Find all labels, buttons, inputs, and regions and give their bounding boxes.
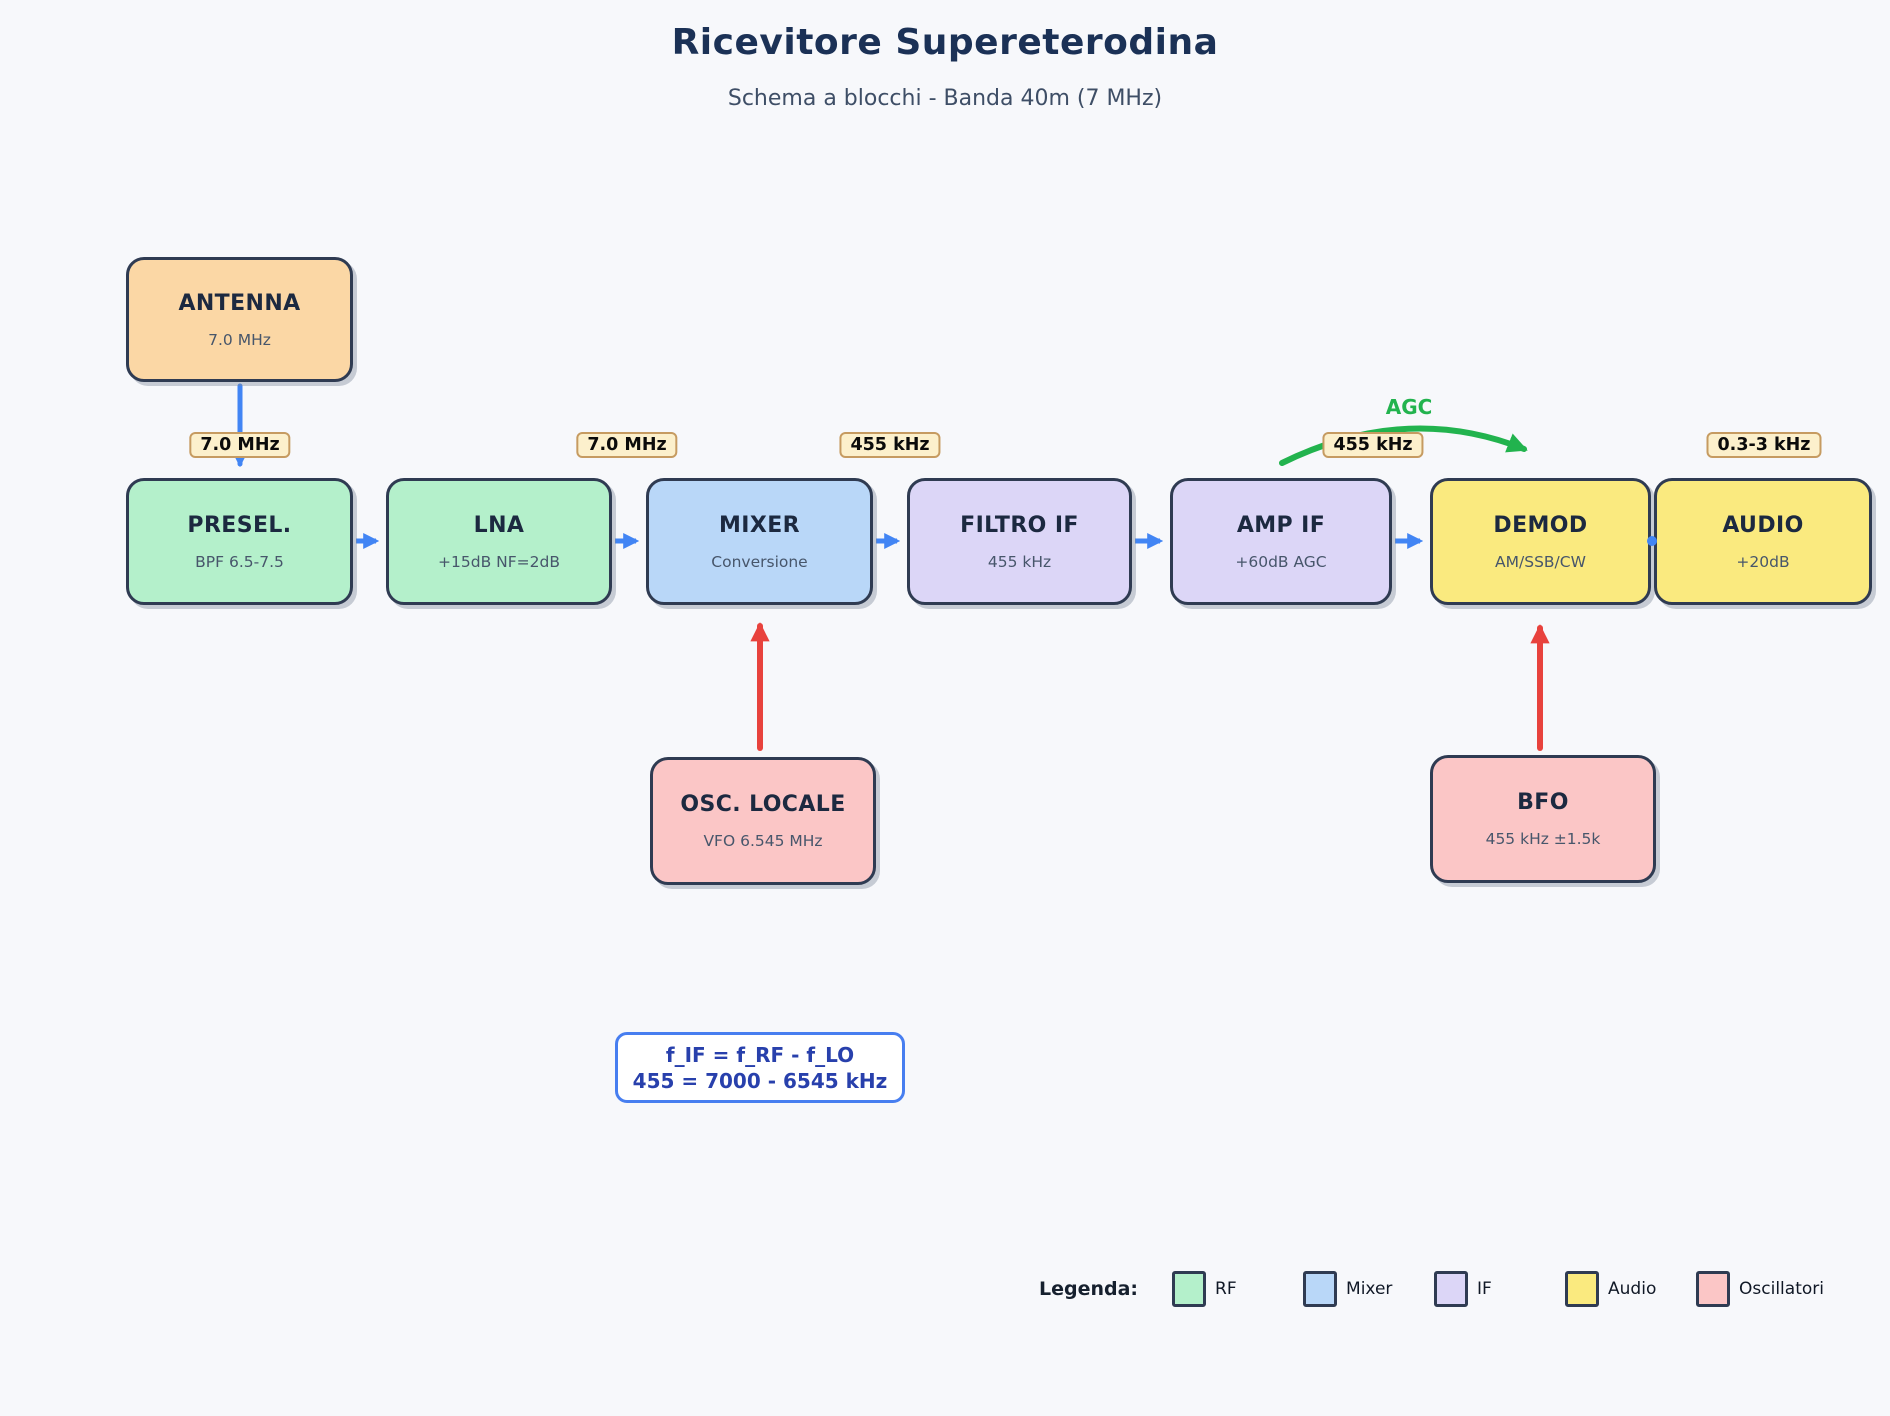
block-demod-label: DEMOD — [1493, 512, 1588, 538]
block-osc-locale-label: OSC. LOCALE — [680, 792, 846, 817]
block-mixer-sub: Conversione — [711, 552, 808, 571]
block-audio-label: AUDIO — [1722, 512, 1804, 538]
block-antenna-label: ANTENNA — [178, 290, 301, 316]
block-filtro-if-sub: 455 kHz — [987, 552, 1052, 571]
legend-title: Legenda: — [1039, 1278, 1139, 1300]
legend-swatch-oscillatori — [1696, 1271, 1731, 1307]
freq-badge-audio: 0.3-3 kHz — [1706, 432, 1822, 458]
block-antenna: ANTENNA 7.0 MHz — [126, 257, 353, 382]
legend-label-mixer: Mixer — [1346, 1279, 1393, 1299]
if-formula-note: f_IF = f_RF - f_LO 455 = 7000 - 6545 kHz — [615, 1032, 905, 1103]
legend-swatch-mixer — [1303, 1271, 1338, 1307]
block-bfo-label: BFO — [1517, 790, 1569, 815]
freq-badge-lna-mixer: 7.0 MHz — [576, 432, 678, 458]
block-mixer-label: MIXER — [718, 512, 800, 538]
block-filtro-if: FILTRO IF 455 kHz — [907, 478, 1132, 605]
block-amp-if-label: AMP IF — [1236, 512, 1326, 538]
block-preselector: PRESEL. BPF 6.5-7.5 — [126, 478, 353, 605]
block-osc-locale-sub: VFO 6.545 MHz — [703, 832, 823, 850]
legend-item-audio: Audio — [1565, 1271, 1696, 1307]
block-bfo: BFO 455 kHz ±1.5k — [1430, 755, 1656, 883]
legend-label-if: IF — [1477, 1279, 1492, 1299]
block-osc-locale: OSC. LOCALE VFO 6.545 MHz — [650, 757, 876, 885]
block-audio: AUDIO +20dB — [1654, 478, 1872, 605]
block-lna: LNA +15dB NF=2dB — [386, 478, 612, 605]
freq-badge-mixer-filtro: 455 kHz — [839, 432, 941, 458]
agc-arrow-label: AGC — [1385, 395, 1433, 419]
formula-line-2: 455 = 7000 - 6545 kHz — [632, 1068, 888, 1093]
page-title: Ricevitore Supereterodina — [671, 22, 1219, 63]
legend-label-audio: Audio — [1608, 1279, 1657, 1299]
freq-badge-ampif-demod: 455 kHz — [1322, 432, 1424, 458]
legend: Legenda: RF Mixer IF Audio Oscillatori — [1039, 1268, 1824, 1310]
block-amp-if-sub: +60dB AGC — [1235, 552, 1327, 571]
agc-feedback-arrow — [1279, 425, 1528, 466]
legend-item-rf: RF — [1172, 1271, 1303, 1307]
legend-item-if: IF — [1434, 1271, 1565, 1307]
block-demod-sub: AM/SSB/CW — [1495, 552, 1586, 571]
legend-swatch-audio — [1565, 1271, 1600, 1307]
page-subtitle: Schema a blocchi - Banda 40m (7 MHz) — [727, 86, 1163, 111]
legend-swatch-rf — [1172, 1271, 1207, 1307]
block-filtro-if-label: FILTRO IF — [960, 512, 1079, 538]
block-bfo-sub: 455 kHz ±1.5k — [1485, 830, 1601, 848]
legend-item-oscillatori: Oscillatori — [1696, 1271, 1824, 1307]
formula-line-1: f_IF = f_RF - f_LO — [665, 1042, 855, 1067]
block-demod: DEMOD AM/SSB/CW — [1430, 478, 1651, 605]
legend-swatch-if — [1434, 1271, 1469, 1307]
legend-label-oscillatori: Oscillatori — [1739, 1279, 1824, 1299]
block-lna-sub: +15dB NF=2dB — [438, 552, 560, 571]
block-preselector-label: PRESEL. — [187, 512, 292, 538]
block-mixer: MIXER Conversione — [646, 478, 873, 605]
legend-item-mixer: Mixer — [1303, 1271, 1434, 1307]
block-preselector-sub: BPF 6.5-7.5 — [195, 552, 284, 571]
freq-badge-antenna: 7.0 MHz — [189, 432, 291, 458]
block-antenna-sub: 7.0 MHz — [208, 330, 271, 349]
block-lna-label: LNA — [473, 512, 525, 538]
legend-label-rf: RF — [1215, 1279, 1237, 1299]
block-audio-sub: +20dB — [1736, 552, 1790, 571]
block-amp-if: AMP IF +60dB AGC — [1170, 478, 1392, 605]
demod-audio-junction-dot — [1647, 536, 1657, 546]
